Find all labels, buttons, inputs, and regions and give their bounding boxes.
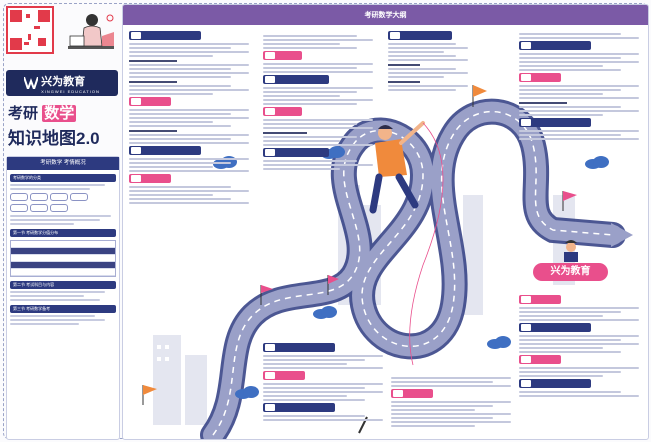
overview-section-title: 第三节 考研数学备考 xyxy=(10,305,116,313)
climber-illustration xyxy=(369,121,444,366)
cloud-icon xyxy=(585,156,609,169)
topic-column-6 xyxy=(263,343,383,423)
left-column: 兴为教育 XINGWEI EDUCATION 考研 数学 知识地图2.0 考研数… xyxy=(4,4,120,440)
overview-section-title: 考研数学的分类 xyxy=(10,174,116,182)
brand-logo: 兴为教育 XINGWEI EDUCATION xyxy=(6,70,118,96)
road-illustration xyxy=(142,85,633,439)
overview-section-title: 第一节 考研数学分值分布 xyxy=(10,229,116,237)
score-table xyxy=(10,240,116,277)
cloud-icon xyxy=(487,336,511,349)
knowledge-map: 考研数学大纲 xyxy=(122,4,649,440)
overview-section: 考研数学的分类 xyxy=(10,174,116,225)
brand-mark-icon xyxy=(24,77,39,89)
map-banner-title: 考研数学大纲 xyxy=(364,12,407,19)
topic-column-5 xyxy=(519,295,639,399)
brand-badge: 兴为教育 xyxy=(533,263,608,281)
topic-column-2 xyxy=(263,33,373,172)
brand-name: 兴为教育 xyxy=(41,75,86,88)
overview-section: 第二节 考试科目与内容 xyxy=(10,281,116,301)
cloud-icon xyxy=(235,386,259,399)
overview-section: 第三节 考研数学备考 xyxy=(10,305,116,325)
overview-header: 考研数学 考情概况 xyxy=(7,157,119,170)
topic-column-1 xyxy=(129,31,249,206)
topic-column-3 xyxy=(388,31,468,93)
map-banner: 考研数学大纲 xyxy=(123,5,648,25)
brand-subtitle: XINGWEI EDUCATION xyxy=(41,88,100,94)
overview-panel: 考研数学 考情概况 考研数学的分类 第一节 考研数学分值分布 第二节 考试科目与… xyxy=(6,156,120,440)
poster-title-line1: 考研 数学 xyxy=(8,102,77,123)
title-prefix: 考研 xyxy=(8,105,39,122)
qr-code xyxy=(6,6,54,54)
person-illustration xyxy=(564,240,578,262)
title-highlight: 数学 xyxy=(42,105,77,122)
topic-column-7 xyxy=(391,375,511,429)
poster-title-line2: 知识地图2.0 xyxy=(8,129,100,148)
overview-section: 第一节 考研数学分值分布 xyxy=(10,229,116,277)
cloud-icon xyxy=(313,306,337,319)
flag-icon xyxy=(260,285,273,305)
overview-section-title: 第二节 考试科目与内容 xyxy=(10,281,116,289)
topic-column-4 xyxy=(519,31,639,142)
student-doodle-icon xyxy=(68,14,114,49)
